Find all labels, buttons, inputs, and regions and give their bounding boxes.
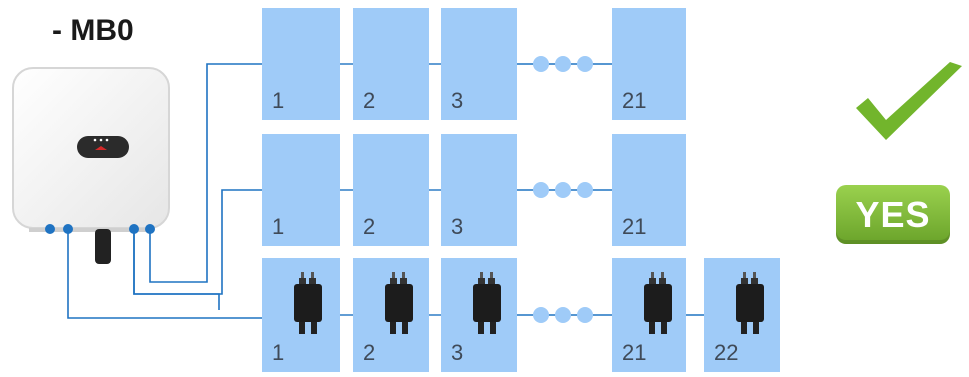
solar-panel: 2 bbox=[353, 258, 429, 372]
yes-badge: YES bbox=[836, 185, 950, 244]
ellipsis-dot bbox=[555, 56, 571, 72]
diagram-title: - MB0 bbox=[52, 14, 134, 48]
optimizer-icon bbox=[734, 272, 766, 336]
panel-number: 1 bbox=[272, 214, 284, 240]
inverter-icon bbox=[11, 66, 171, 296]
solar-panel: 3 bbox=[441, 8, 517, 120]
ellipsis-dot bbox=[555, 182, 571, 198]
solar-panel: 1 bbox=[262, 8, 340, 120]
solar-panel: 1 bbox=[262, 134, 340, 246]
panel-number: 2 bbox=[363, 340, 375, 366]
ellipsis-dot bbox=[533, 182, 549, 198]
panel-number: 21 bbox=[622, 214, 646, 240]
panel-number: 3 bbox=[451, 88, 463, 114]
optimizer-icon bbox=[292, 272, 324, 336]
solar-panel: 21 bbox=[612, 134, 686, 246]
panel-number: 3 bbox=[451, 340, 463, 366]
ellipsis-dot bbox=[577, 182, 593, 198]
ellipsis-dot bbox=[577, 307, 593, 323]
optimizer-icon bbox=[642, 272, 674, 336]
panel-number: 1 bbox=[272, 340, 284, 366]
ellipsis-dot bbox=[577, 56, 593, 72]
solar-panel: 1 bbox=[262, 258, 340, 372]
panel-number: 2 bbox=[363, 88, 375, 114]
panel-number: 1 bbox=[272, 88, 284, 114]
checkmark-icon bbox=[850, 60, 969, 156]
optimizer-icon bbox=[383, 272, 415, 336]
solar-panel: 3 bbox=[441, 134, 517, 246]
ellipsis-dot bbox=[533, 56, 549, 72]
panel-number: 22 bbox=[714, 340, 738, 366]
solar-panel: 21 bbox=[612, 258, 686, 372]
ellipsis-dot bbox=[533, 307, 549, 323]
panel-number: 2 bbox=[363, 214, 375, 240]
panel-number: 21 bbox=[622, 340, 646, 366]
ellipsis-dot bbox=[555, 307, 571, 323]
solar-panel: 2 bbox=[353, 8, 429, 120]
solar-panel: 21 bbox=[612, 8, 686, 120]
solar-panel: 2 bbox=[353, 134, 429, 246]
solar-panel: 3 bbox=[441, 258, 517, 372]
panel-number: 21 bbox=[622, 88, 646, 114]
optimizer-icon bbox=[471, 272, 503, 336]
panel-number: 3 bbox=[451, 214, 463, 240]
solar-panel: 22 bbox=[704, 258, 780, 372]
inverter bbox=[11, 66, 171, 296]
